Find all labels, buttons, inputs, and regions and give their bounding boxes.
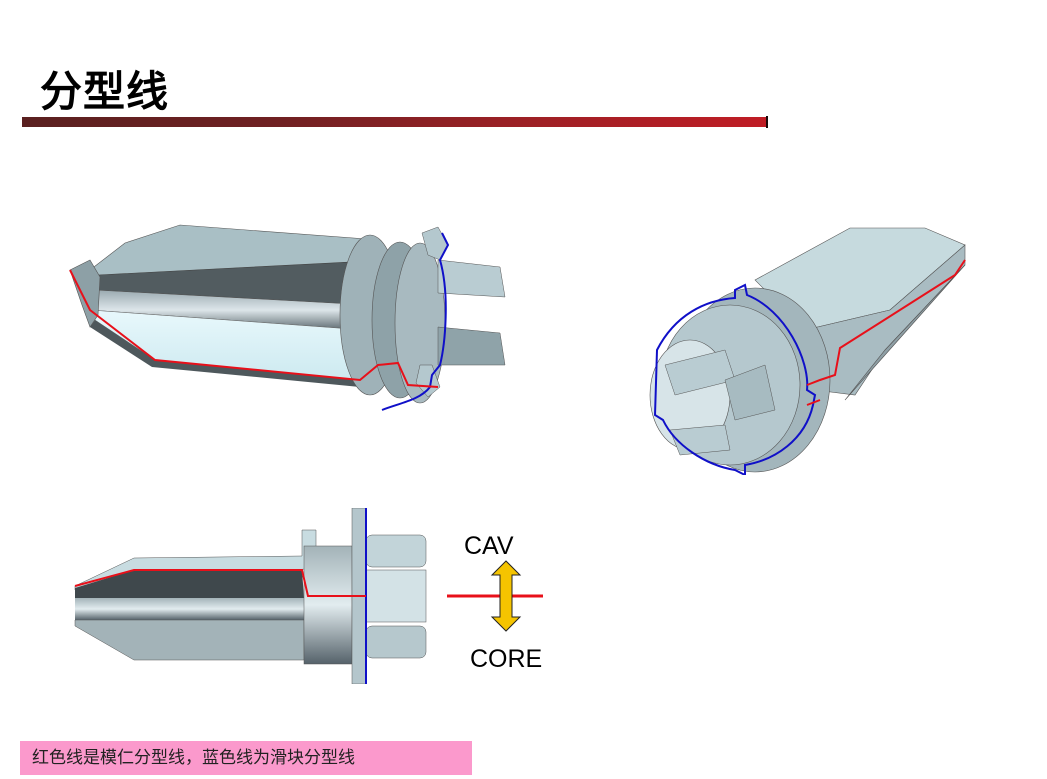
title-underline-bar [22, 116, 768, 128]
iso-view-right [649, 227, 966, 475]
page-title: 分型线 [40, 67, 170, 116]
cav-core-direction-arrow [447, 560, 543, 632]
core-label: CORE [470, 645, 543, 673]
legend-note: 红色线是模仁分型线，蓝色线为滑块分型线 [20, 741, 472, 775]
side-view [74, 508, 427, 684]
iso-view-left [69, 224, 506, 411]
cav-label: CAV [464, 532, 514, 560]
